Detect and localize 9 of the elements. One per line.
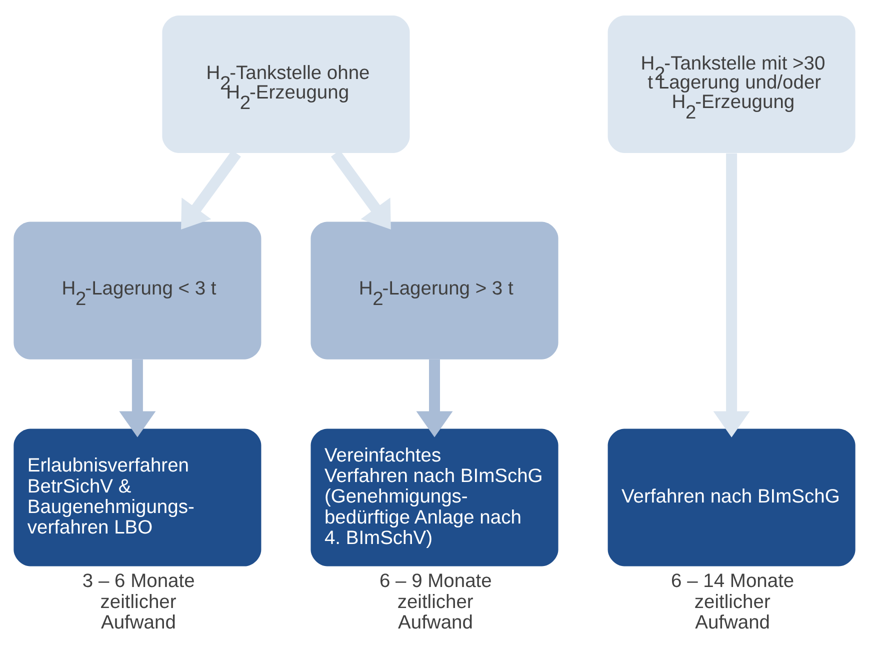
node-box: Vereinfachtes Verfahren nach BImSchG (Genehmigungs- bedürftige Anlage nach 4. BImSchV) — [310, 428, 558, 566]
node-label: 6 – 9 Monate zeitlicher Aufwand — [379, 570, 492, 633]
arrow — [713, 152, 750, 437]
arrow — [416, 358, 453, 437]
node-label: 3 – 6 Monate zeitlicher Aufwand — [82, 570, 195, 633]
node-box: Verfahren nach BImSchG — [608, 428, 856, 566]
arrow — [119, 358, 156, 437]
node-label: 6 – 14 Monate zeitlicher Aufwand — [671, 570, 794, 633]
node-box: Erlaubnisverfahren BetrSichV & Baugenehmigungs- verfahren LBO — [14, 428, 262, 566]
